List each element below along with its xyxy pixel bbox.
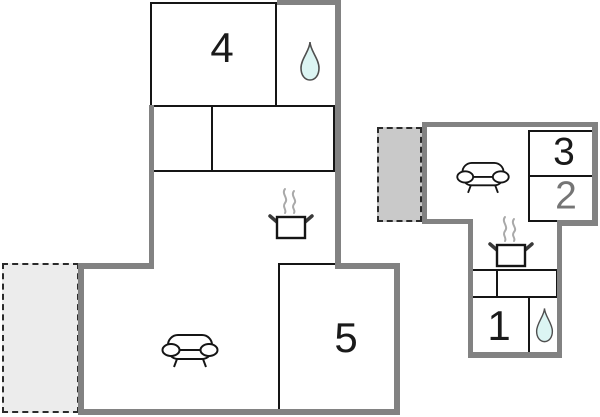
stove-pot-icon: [486, 214, 534, 270]
room-3-label: 3: [553, 130, 575, 174]
sofa-icon: [454, 158, 512, 194]
wall-right-right-lower: [557, 220, 562, 358]
wall-left-right-upper: [335, 0, 341, 266]
utility-strip-divider: [496, 270, 498, 297]
wall-right-living-bottom: [422, 219, 473, 224]
water-drop-icon: [298, 40, 322, 82]
hall-band-divider: [211, 106, 213, 171]
wall-left-top: [277, 0, 341, 5]
room-4-label: 4: [210, 24, 234, 71]
wall-right-step: [557, 220, 598, 226]
terrace-right: [377, 127, 422, 222]
room-2-label: 2: [555, 174, 577, 218]
room-4: [150, 2, 277, 107]
wall-left-left-mid: [149, 105, 154, 269]
room-1-label: 1: [487, 302, 511, 349]
room-5-label: 5: [334, 314, 358, 361]
stove-pot-icon: [266, 186, 314, 242]
wall-right-top: [422, 122, 598, 127]
sofa-icon: [159, 330, 221, 368]
wall-right-right-upper: [592, 122, 598, 226]
wall-left-bottom: [78, 409, 400, 415]
wall-right-bottom: [468, 352, 562, 358]
wall-left-right-lower: [394, 263, 400, 415]
wall-living-top: [78, 263, 154, 269]
wall-left-left-lower: [78, 263, 84, 415]
wall-room5-top: [335, 263, 400, 269]
room-2: [528, 175, 594, 222]
terrace-left: [2, 263, 79, 413]
wall-right-left-lower: [468, 220, 473, 358]
utility-strip: [468, 269, 558, 298]
water-drop-icon: [534, 306, 555, 344]
room-3: [528, 130, 594, 177]
wall-right-left-upper: [422, 122, 427, 224]
hall-band: [150, 105, 335, 172]
